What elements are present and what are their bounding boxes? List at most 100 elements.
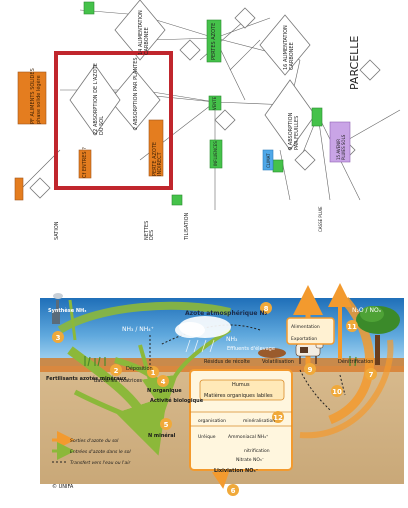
svg-text:TILISATION: TILISATION xyxy=(184,212,190,241)
diamond-16 xyxy=(259,14,311,76)
svg-text:10: 10 xyxy=(332,388,342,396)
marker-1 xyxy=(147,366,159,378)
label-fertilisants: Fertilisants azotés minéraux xyxy=(46,375,127,382)
label-lixiviation: Lixiviation NO₃⁻ xyxy=(214,468,259,474)
copyright-text: © UNIFA xyxy=(52,483,74,490)
svg-text:PF ALIMENTS SOLIDES: PF ALIMENTS SOLIDES xyxy=(30,68,36,124)
marker-3 xyxy=(52,331,64,343)
label-volatilisation: Volatilisation xyxy=(262,359,294,365)
legend-transfer: Transfert vers l'eau ou l'air xyxy=(70,460,131,466)
tree-icon xyxy=(356,306,400,365)
plants-icon xyxy=(84,356,357,367)
green-box-3 xyxy=(209,139,223,169)
alimentation-box xyxy=(286,317,335,345)
svg-text:PAR FEUILLES: PAR FEUILLES xyxy=(294,116,300,150)
marker-12 xyxy=(272,411,284,423)
diamond-2 xyxy=(109,69,161,131)
label-nitrification: nitrification xyxy=(244,448,270,454)
label-denitrification: Dénitrification xyxy=(338,358,373,365)
highlight-frame xyxy=(54,51,173,190)
green-box-1 xyxy=(206,19,222,63)
svg-text:VENTE: VENTE xyxy=(212,96,217,110)
label-residus: Résidus de récolte xyxy=(204,358,250,365)
marker-9 xyxy=(304,363,316,375)
label-alimentation: Alimentation xyxy=(291,324,320,330)
marker-5 xyxy=(160,418,172,430)
label-bacteries: Bactéries fixatrices xyxy=(94,377,142,384)
label-organisation: organisation xyxy=(198,418,226,424)
svg-text:12: 12 xyxy=(273,414,283,422)
top-flowchart: PF ALIMENTS SOLIDES phase solide légère … xyxy=(0,0,408,241)
label-exportation: Exportation xyxy=(291,336,317,342)
green-box-2 xyxy=(208,95,222,111)
svg-text:5: 5 xyxy=(164,421,169,429)
label-n-organique: N organique xyxy=(147,388,182,394)
blue-box xyxy=(262,149,274,171)
legend-in: Entrées d'azote dans le sol xyxy=(70,448,131,455)
parcelle-label: PARCELLE xyxy=(348,36,361,90)
svg-text:4: 4 xyxy=(161,378,166,386)
cow-icon xyxy=(295,340,324,364)
svg-text:phase solide légère: phase solide légère xyxy=(35,75,42,124)
orange-box-entres xyxy=(78,149,92,179)
label-matieres: Matières organiques labiles xyxy=(204,392,273,399)
marker-6 xyxy=(227,484,239,496)
label-humus: Humus xyxy=(232,382,250,388)
diamond-14 xyxy=(114,0,166,61)
purple-box xyxy=(329,121,351,163)
svg-text:DES: DES xyxy=(149,230,155,240)
orange-box-left xyxy=(17,71,47,125)
svg-text:8: 8 xyxy=(264,305,269,313)
legend: Sorties d'azote du sol Entrées d'azote d… xyxy=(52,431,131,466)
svg-text:CARBONEE: CARBONEE xyxy=(289,42,295,70)
label-nh3: NH₃ xyxy=(226,336,238,343)
label-synthese: Synthèse NH₃ xyxy=(48,307,86,314)
svg-text:INFLUENCES: INFLUENCES xyxy=(213,141,218,166)
svg-text:14 ALIMENTATION: 14 ALIMENTATION xyxy=(138,10,144,55)
marker-11 xyxy=(346,320,358,332)
factory-icon xyxy=(52,293,63,324)
label-nh3-nh4: NH₃ / NH₄⁺ xyxy=(122,326,154,333)
legend-out: Sorties d'azote du sol xyxy=(70,438,119,444)
svg-text:DU SOL: DU SOL xyxy=(99,116,105,135)
label-ammoniacal: Ammoniacal NH₄⁺ xyxy=(228,434,269,440)
svg-text:NETTES: NETTES xyxy=(144,221,150,240)
manure-icon xyxy=(258,348,286,358)
label-n-mineral: N minéral xyxy=(148,432,176,439)
humus-box xyxy=(199,379,285,401)
svg-text:CARBONEE: CARBONEE xyxy=(144,27,150,55)
svg-text:SATION: SATION xyxy=(54,221,60,240)
svg-text:16 ALIMENTATION: 16 ALIMENTATION xyxy=(283,25,289,70)
svg-text:15 AVENIR: 15 AVENIR xyxy=(336,139,341,160)
svg-text:9: 9 xyxy=(308,366,313,374)
svg-text:7: 7 xyxy=(369,371,374,379)
label-ureique: Uréique xyxy=(198,433,216,440)
label-n2o-nox: N₂O / NOₓ xyxy=(352,307,382,314)
diamond-22 xyxy=(69,64,121,136)
label-activite: Activité biologique xyxy=(150,397,204,404)
svg-text:CASSE PLUIE: CASSE PLUIE xyxy=(318,206,323,232)
svg-text:INDIRECT: INDIRECT xyxy=(157,151,163,176)
nitrogen-cycle-diagram: 1 2 3 4 5 6 7 8 9 10 11 12 Azote atmosph… xyxy=(40,283,404,508)
marker-7 xyxy=(365,368,377,380)
svg-text:PERTES AZOTE: PERTES AZOTE xyxy=(211,23,217,60)
svg-text:Cf ENTRES ?: Cf ENTRES ? xyxy=(82,147,88,178)
svg-text:3: 3 xyxy=(56,334,61,342)
marker-8 xyxy=(260,302,272,314)
svg-text:PERTE AZOTE: PERTE AZOTE xyxy=(152,142,158,176)
label-azote-atmo: Azote atmosphérique N₂ xyxy=(185,310,268,317)
svg-text:2 ABSORPTION PAR PLANTES: 2 ABSORPTION PAR PLANTES xyxy=(133,57,139,130)
svg-text:CLIMAT: CLIMAT xyxy=(266,153,271,168)
svg-text:PLUIES SOLS: PLUIES SOLS xyxy=(341,134,346,160)
marker-10 xyxy=(331,385,343,397)
marker-4 xyxy=(157,375,169,387)
svg-text:6: 6 xyxy=(231,487,236,495)
label-effluents: Effluents d'élevage xyxy=(227,345,275,352)
marker-2 xyxy=(110,364,122,376)
label-nitrate: Nitrate NO₃⁻ xyxy=(236,457,265,463)
orange-box-perte xyxy=(148,119,164,177)
label-deposition: Déposition xyxy=(126,365,153,372)
svg-text:1: 1 xyxy=(151,369,156,377)
svg-text:2: 2 xyxy=(114,367,119,375)
